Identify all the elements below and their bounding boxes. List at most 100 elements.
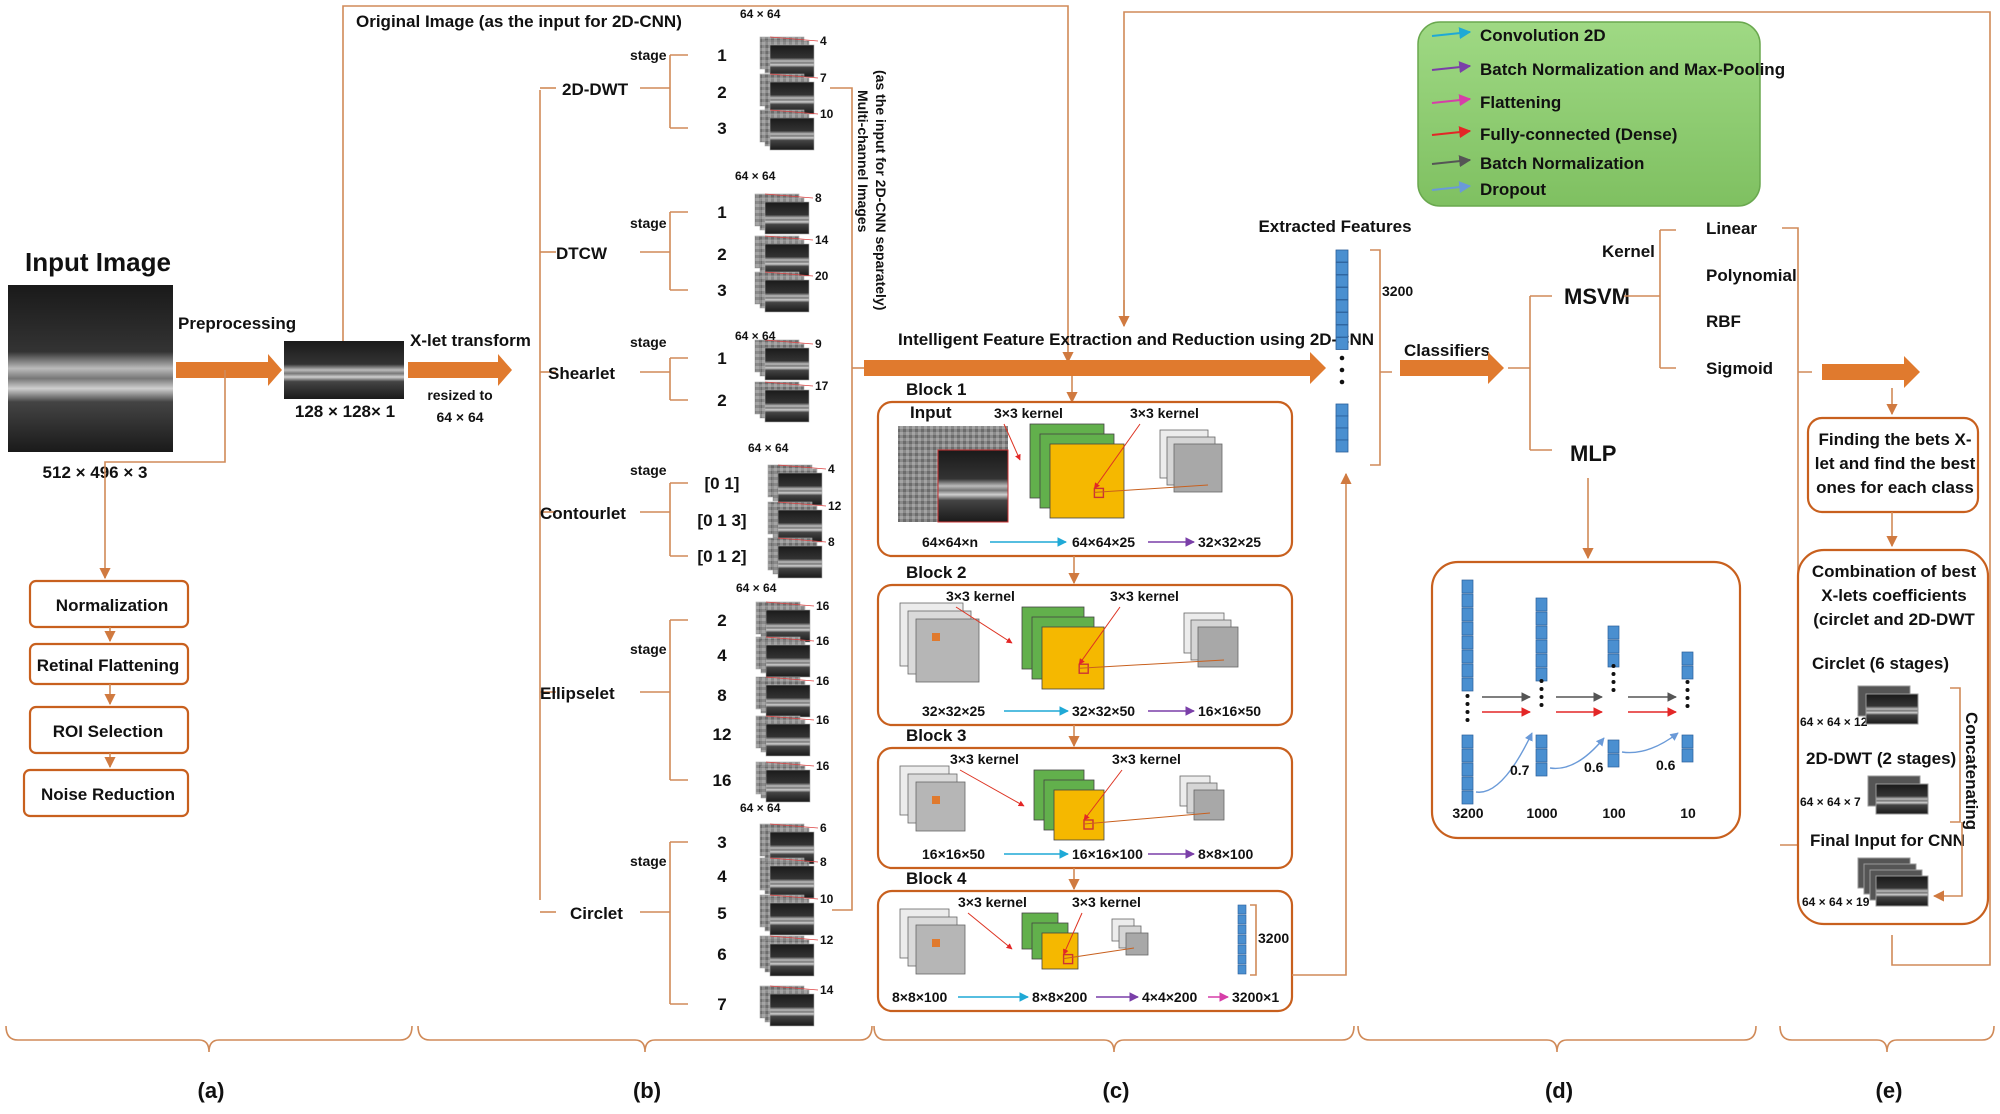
section-label: (a) bbox=[198, 1078, 225, 1103]
stage-value: 2 bbox=[717, 391, 726, 410]
cnn-block-label-1: Block 1 bbox=[906, 380, 966, 399]
stack-size-2: 64 × 64 bbox=[735, 329, 776, 343]
stage-value: 12 bbox=[713, 725, 732, 744]
block4-vector-cell bbox=[1237, 944, 1247, 955]
concatenating-label: Concatenating bbox=[1962, 712, 1981, 830]
circlet-6-label: Circlet (6 stages) bbox=[1812, 654, 1949, 673]
stage-value: 4 bbox=[717, 867, 727, 886]
cnn-main-arrow bbox=[864, 352, 1326, 384]
stack-slice bbox=[777, 472, 823, 506]
channel-count: 16 bbox=[816, 634, 830, 648]
stack-size-1: 64 × 64 bbox=[735, 169, 776, 183]
kernel-label: 3×3 kernel bbox=[994, 405, 1063, 421]
mlp-neuron bbox=[1607, 739, 1620, 754]
features-size: 3200 bbox=[1382, 283, 1413, 299]
stack-slice bbox=[764, 243, 810, 277]
mlp-neuron bbox=[1535, 611, 1548, 626]
preproc-steps: Normalization Retinal Flattening ROI Sel… bbox=[22, 579, 190, 818]
final-input-dims: 64 × 64 × 19 bbox=[1802, 895, 1870, 909]
channel-count: 4 bbox=[820, 34, 827, 48]
legend-item: Batch Normalization bbox=[1480, 154, 1644, 173]
mlp-neuron bbox=[1461, 607, 1474, 622]
xlet-name-1: DTCW bbox=[556, 244, 608, 263]
kernel-label: 3×3 kernel bbox=[950, 751, 1019, 767]
block4-dim: 4×4×200 bbox=[1142, 989, 1197, 1005]
dropout-rate: 0.6 bbox=[1656, 757, 1676, 773]
stage-word-0: stage bbox=[630, 47, 667, 63]
combination-box bbox=[1796, 548, 1990, 926]
stage-word-1: stage bbox=[630, 215, 667, 231]
stack-slice bbox=[764, 279, 810, 313]
kernel-label: 3×3 kernel bbox=[1130, 405, 1199, 421]
step-roi: ROI Selection bbox=[53, 722, 164, 741]
mlp-neuron bbox=[1461, 621, 1474, 636]
stage-value: 2 bbox=[717, 83, 726, 102]
step-flattening: Retinal Flattening bbox=[37, 656, 180, 675]
stage-value: 5 bbox=[717, 904, 726, 923]
stack-size-0: 64 × 64 bbox=[740, 7, 781, 21]
stage-word-4: stage bbox=[630, 641, 667, 657]
stack-slice bbox=[777, 545, 823, 579]
preprocess-arrow bbox=[176, 354, 282, 386]
section-label: (c) bbox=[1103, 1078, 1130, 1103]
find-best-3: ones for each class bbox=[1816, 478, 1974, 497]
circlet-6-dims: 64 × 64 × 12 bbox=[1800, 715, 1868, 729]
stage-value: 8 bbox=[717, 686, 726, 705]
classifiers-label: Classifiers bbox=[1404, 341, 1490, 360]
stack-slice bbox=[769, 117, 815, 151]
xlet-name-3: Contourlet bbox=[540, 504, 626, 523]
mlp-neuron bbox=[1461, 790, 1474, 805]
cnn-block-box-4 bbox=[876, 889, 1294, 1013]
legend-item: Fully-connected (Dense) bbox=[1480, 125, 1677, 144]
mlp-neuron bbox=[1535, 734, 1548, 749]
feature-vector bbox=[1335, 249, 1349, 453]
section-brace bbox=[1357, 1025, 1757, 1053]
stack-slice bbox=[777, 509, 823, 543]
cnn-to-features bbox=[1292, 472, 1352, 976]
circlet-6-stack bbox=[1857, 685, 1919, 725]
mlp-layer-size: 3200 bbox=[1452, 805, 1483, 821]
stack-size-4: 64 × 64 bbox=[736, 581, 777, 595]
stack-slice bbox=[764, 389, 810, 423]
final-input-stack bbox=[1857, 857, 1929, 907]
mlp-label: MLP bbox=[1570, 441, 1616, 466]
stage-value: 3 bbox=[717, 833, 726, 852]
feature-cell bbox=[1335, 439, 1349, 453]
kernel-label: 3×3 kernel bbox=[958, 894, 1027, 910]
step-noise-box bbox=[22, 768, 190, 818]
mlp-layer-size: 1000 bbox=[1526, 805, 1557, 821]
step-roi-box bbox=[28, 705, 190, 755]
feature-cell bbox=[1335, 262, 1349, 275]
feature-cell bbox=[1335, 415, 1349, 429]
mlp-neuron bbox=[1461, 663, 1474, 678]
kernel-rbf: RBF bbox=[1706, 312, 1741, 331]
channel-count: 7 bbox=[820, 71, 827, 85]
stage-value: [0 1 3] bbox=[697, 511, 746, 530]
input-title: Input Image bbox=[25, 247, 171, 277]
multichannel-note-1: Multi-channel Images bbox=[855, 90, 871, 233]
xlet-name-0: 2D-DWT bbox=[562, 80, 629, 99]
mlp-neuron bbox=[1535, 653, 1548, 668]
block1-dim: 64×64×n bbox=[922, 534, 978, 550]
mlp-neuron bbox=[1607, 625, 1620, 640]
block3-dim: 16×16×50 bbox=[922, 846, 985, 862]
mlp-neuron bbox=[1535, 625, 1548, 640]
find-best-box bbox=[1806, 416, 1980, 514]
kernel-label: 3×3 kernel bbox=[1112, 751, 1181, 767]
find-best-2: let and find the best bbox=[1815, 454, 1976, 473]
channel-count: 4 bbox=[828, 462, 835, 476]
stack-slice bbox=[769, 943, 815, 977]
stage-word-2: stage bbox=[630, 334, 667, 350]
stack-slice bbox=[769, 44, 815, 78]
step-normalization: Normalization bbox=[56, 596, 168, 615]
dwt-2-dims: 64 × 64 × 7 bbox=[1800, 795, 1861, 809]
stack-slice bbox=[765, 723, 811, 757]
resized-dims: 64 × 64 bbox=[436, 409, 483, 425]
section-label: (d) bbox=[1545, 1078, 1573, 1103]
kernel-label: 3×3 kernel bbox=[1110, 588, 1179, 604]
block4-vector-cell bbox=[1237, 934, 1247, 945]
mlp-neuron bbox=[1681, 748, 1694, 763]
stage-value: [0 1] bbox=[705, 474, 740, 493]
stack-slice bbox=[764, 201, 810, 235]
feedback-line bbox=[1123, 11, 1991, 966]
